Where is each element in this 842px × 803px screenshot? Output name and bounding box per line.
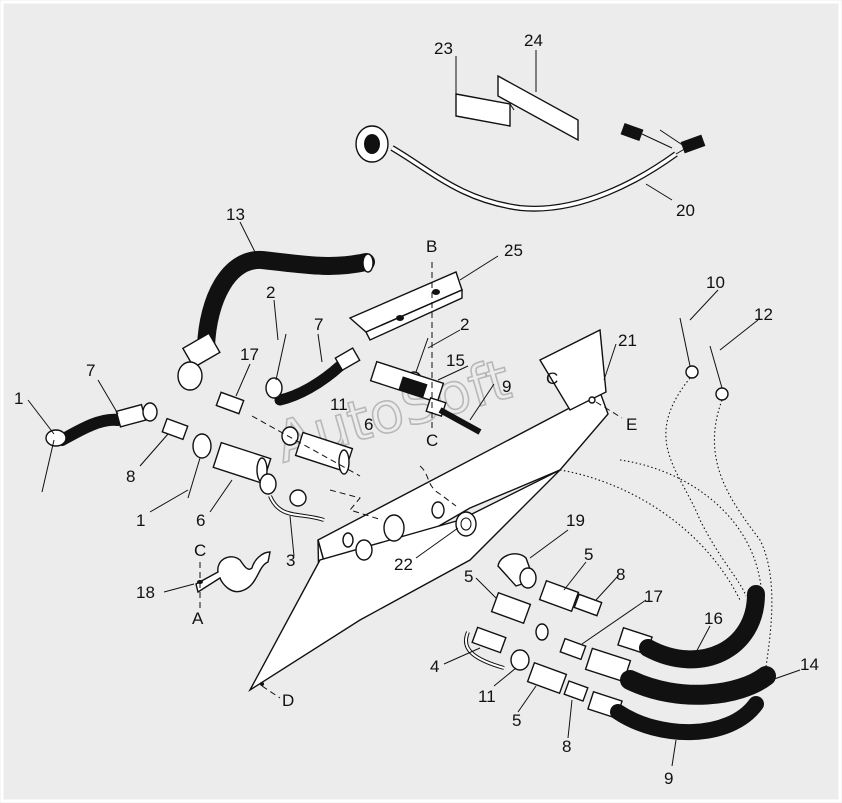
callout-7-middle: 7 [314,315,323,334]
fitting-8-lower [563,680,589,702]
callout-2-left: 2 [266,283,275,302]
callout-8-upper: 8 [616,565,625,584]
hose-7-left [56,402,158,446]
callout-25: 25 [504,241,523,260]
wire-harness-20 [355,122,706,212]
ring-11-right [510,623,549,671]
hose-9 [587,690,764,741]
callout-6-right: 6 [364,415,373,434]
callout-22: 22 [394,555,413,574]
routing-lines [559,377,773,681]
plate-21 [248,328,609,693]
decal-23 [455,93,515,127]
callout-24: 24 [524,31,543,50]
coupler-5-a [490,591,532,625]
callout-6-left: 6 [196,511,205,530]
clamp-18 [195,551,271,594]
callout-20: 20 [676,201,695,220]
callout-numbers: 23 24 20 13 25 1 7 8 1 6 2 17 7 11 6 3 2… [14,31,819,788]
callout-17-left: 17 [240,345,259,364]
hose-14 [584,647,776,705]
callout-5-lower: 5 [512,711,521,730]
ref-C-plate: C [546,369,558,388]
decal-24 [497,74,579,142]
tie-10 [679,317,699,379]
callout-11-left: 11 [330,395,348,414]
callout-3: 3 [286,551,295,570]
hose-13 [177,251,375,391]
alignment-lines [199,262,623,699]
hose-7-middle [274,347,361,406]
coupler-5-b [538,579,580,613]
callout-2-right: 2 [460,315,469,334]
cap-19 [497,553,537,589]
fitting-8-upper [573,593,603,617]
tie-12 [709,345,729,401]
ref-C-clamp: C [194,541,206,560]
callout-21: 21 [618,331,637,350]
valve-15 [369,360,482,435]
callout-9-upper: 9 [502,377,511,396]
callout-1-left: 1 [14,389,23,408]
ref-C-bracket: C [426,431,438,450]
callout-19: 19 [566,511,585,530]
ring-11-left [281,426,299,446]
ref-D: D [282,691,294,710]
fitting-17-left [215,391,245,415]
bracket-25 [348,271,463,341]
callout-4: 4 [430,657,439,676]
hose-16 [617,585,765,669]
callout-10: 10 [706,273,725,292]
pin-1-left [41,429,67,493]
reference-letters: B C C C A E D [192,237,637,710]
ref-B: B [426,237,437,256]
callout-8-lower: 8 [562,737,571,756]
ref-A: A [192,609,204,628]
callout-23: 23 [434,39,453,58]
coupler-6-left [212,441,277,495]
callout-14: 14 [800,655,819,674]
callout-16: 16 [704,609,723,628]
pin-2-left [265,333,287,399]
callout-11-right: 11 [478,687,496,706]
callout-12: 12 [754,305,773,324]
ref-E: E [626,415,637,434]
callout-9-lower: 9 [664,769,673,788]
callout-1-right: 1 [136,511,145,530]
fitting-8-left [161,417,189,441]
coupler-6-right [294,431,354,475]
tube-4 [464,626,507,670]
callout-leaders [27,50,801,767]
callout-5-left: 5 [464,567,473,586]
callout-15: 15 [446,351,465,370]
callout-13: 13 [226,205,245,224]
callout-17-right: 17 [644,587,663,606]
callout-8-left: 8 [126,467,135,486]
coupler-5-c [526,661,568,695]
pin-1-right [187,433,212,499]
callout-5-upper: 5 [584,545,593,564]
grommet-22 [455,511,477,537]
callout-18: 18 [136,583,155,602]
fitting-17-right [559,637,587,661]
callout-7-left: 7 [86,361,95,380]
tube-3 [268,489,325,522]
